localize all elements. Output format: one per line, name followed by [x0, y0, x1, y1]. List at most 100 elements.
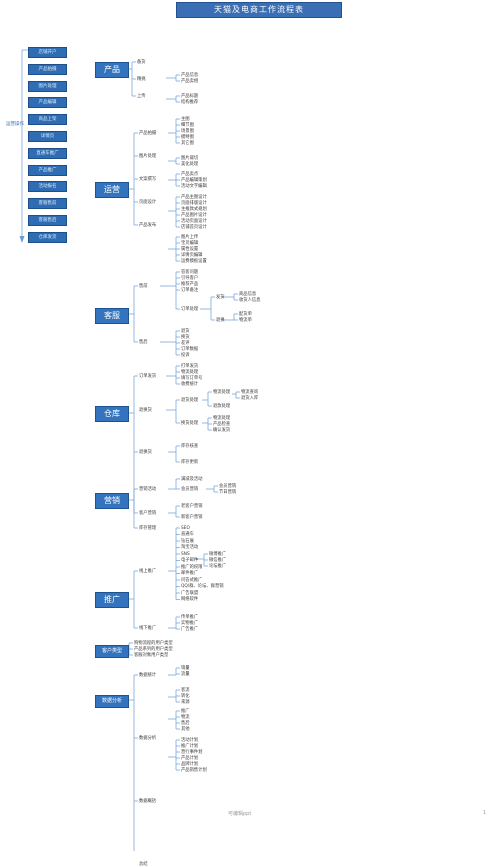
process-step-box: 产品编辑	[28, 97, 67, 109]
ops-level1: 文案撰写	[139, 176, 157, 182]
wh-return-detail: 物流处理	[213, 389, 231, 395]
process-step-box: 详情页	[28, 131, 67, 142]
cs-after-detail: 订单数据	[181, 346, 199, 352]
wh-stock: 库存核查	[181, 443, 199, 449]
process-step-box: 活动报名	[28, 181, 67, 193]
ops-detail: 场景图	[181, 128, 194, 134]
page-number: 1	[483, 810, 487, 816]
cs-return-detail: 物流单	[239, 317, 252, 323]
process-step-box: 仓库发货	[28, 231, 67, 243]
data-summary: 活动计划	[181, 737, 199, 743]
wh-detail: 填写订单号	[181, 375, 203, 381]
cs-after-detail: 换货	[181, 334, 190, 340]
data-stat: 销量	[181, 665, 190, 671]
page-title: 天猫及电商工作流程表	[176, 2, 342, 18]
data-analysis: 客流	[181, 687, 190, 693]
promo-online: SEO	[181, 525, 190, 531]
promo-sns: 微信推广	[209, 557, 227, 563]
data-summary: 产品计划	[181, 755, 199, 761]
wh-level1: 库存管理	[139, 525, 157, 531]
mkt-level1: 营销活动	[139, 486, 157, 492]
ops-detail: 产品主图设计	[181, 194, 207, 200]
mkt-level1: 客户营销	[139, 510, 157, 516]
promo-online: 推广的权限	[181, 564, 203, 570]
mkt-member: 节日营销	[219, 489, 237, 495]
promo-online: QQ/群、论坛、群营销	[181, 584, 224, 589]
data-stat: 流量	[181, 671, 190, 677]
cs-order-sub: 退换	[216, 317, 225, 323]
cs-detail: 引导客户	[181, 275, 199, 281]
ops-detail: 产品图片设计	[181, 212, 207, 218]
cs-detail: 推荐产品	[181, 281, 199, 287]
category-cs: 客服	[95, 308, 129, 324]
mkt-activity: 满减及活动	[181, 476, 203, 482]
wh-stock: 库存更新	[181, 459, 199, 465]
promo-level1: 线下推广	[139, 625, 157, 631]
wh-exchange-detail: 物流处理	[213, 415, 231, 421]
wh-level1: 退换货	[139, 449, 152, 455]
product-level1: 精挑	[137, 76, 146, 82]
wh-level1: 退换货	[139, 407, 152, 413]
wh-logistics: 物流查询	[241, 389, 259, 395]
ops-detail: 图片上传	[181, 234, 199, 240]
category-marketing: 营销	[95, 493, 129, 509]
cs-order-handling: 订单处理	[181, 306, 199, 312]
footer-text: 可编辑ppt	[228, 811, 252, 817]
promo-online: 广告联盟	[181, 590, 199, 596]
wh-return-detail: 退款处理	[213, 403, 231, 409]
cs-order-sub: 发货	[216, 294, 225, 300]
ops-detail: 详情页编辑	[181, 252, 203, 258]
data-level1: 数据统计	[139, 672, 157, 678]
cs-after-detail: 差评	[181, 340, 190, 346]
process-step-box: 店铺开户	[28, 47, 67, 58]
promo-online: 电子邮件	[181, 558, 199, 563]
product-detail: 产品信息	[181, 72, 199, 78]
category-customer: 客户类型	[95, 645, 129, 658]
ops-detail: 店铺首页设计	[181, 224, 207, 230]
promo-online: 邮件推广	[181, 571, 199, 576]
wh-level1: 订单发货	[139, 373, 157, 379]
data-summary: 推广计划	[181, 743, 199, 749]
cs-after-detail: 退货	[181, 328, 190, 334]
process-step-box: 图片处理	[28, 80, 67, 92]
category-promo: 推广	[95, 592, 129, 608]
process-step-box: 直通车推广	[28, 147, 67, 159]
data-overview: 推广	[181, 708, 190, 714]
process-step-box: 产品推广	[28, 164, 67, 176]
ops-detail: 运费模板设置	[181, 258, 207, 264]
ops-detail: 产品编辑策划	[181, 177, 207, 183]
data-overview: 物流	[181, 714, 190, 720]
promo-online: 网络软件	[181, 597, 199, 602]
wh-logistics: 退货入库	[241, 395, 259, 401]
category-ops: 运营	[95, 182, 129, 198]
promo-online: 淘宝活动	[181, 545, 199, 550]
promo-sns: 微博推广	[209, 551, 227, 557]
mkt-customer: 老客户营销	[181, 503, 203, 509]
promo-level1: 线上推广	[139, 568, 157, 574]
cs-after-detail: 投诉	[181, 352, 190, 358]
ops-detail: 美化处理	[181, 161, 199, 167]
product-detail: 结构推荐	[181, 99, 199, 105]
arrow-head-icon	[19, 236, 25, 243]
ops-detail: 其它图	[181, 140, 194, 146]
wh-return: 换货处理	[181, 420, 199, 426]
process-step-box: 客服售后	[28, 215, 67, 226]
cs-ship-detail: 收货人信息	[239, 297, 261, 303]
data-overview: 其他	[181, 726, 190, 732]
promo-online: SNS	[181, 551, 190, 557]
ops-detail: 主图	[181, 116, 190, 122]
promo-offline: 实物推广	[181, 620, 199, 626]
product-detail: 产品标题	[181, 93, 199, 99]
promo-online: 直通车	[181, 532, 194, 537]
promo-offline: 广告推广	[181, 626, 199, 632]
data-level1: 数据分析	[139, 735, 157, 741]
cs-detail: 答客问题	[181, 269, 199, 275]
mkt-customer: 新客户营销	[181, 514, 203, 520]
data-summary: 营行事件划	[181, 749, 203, 755]
category-warehouse: 仓库	[95, 406, 129, 422]
wh-detail: 物流处理	[181, 369, 199, 375]
data-analysis: 转化	[181, 693, 190, 699]
side-process-label: 运营操作	[6, 122, 24, 127]
wh-detail: 打单发货	[181, 363, 199, 369]
cs-detail: 订单备注	[181, 287, 199, 293]
